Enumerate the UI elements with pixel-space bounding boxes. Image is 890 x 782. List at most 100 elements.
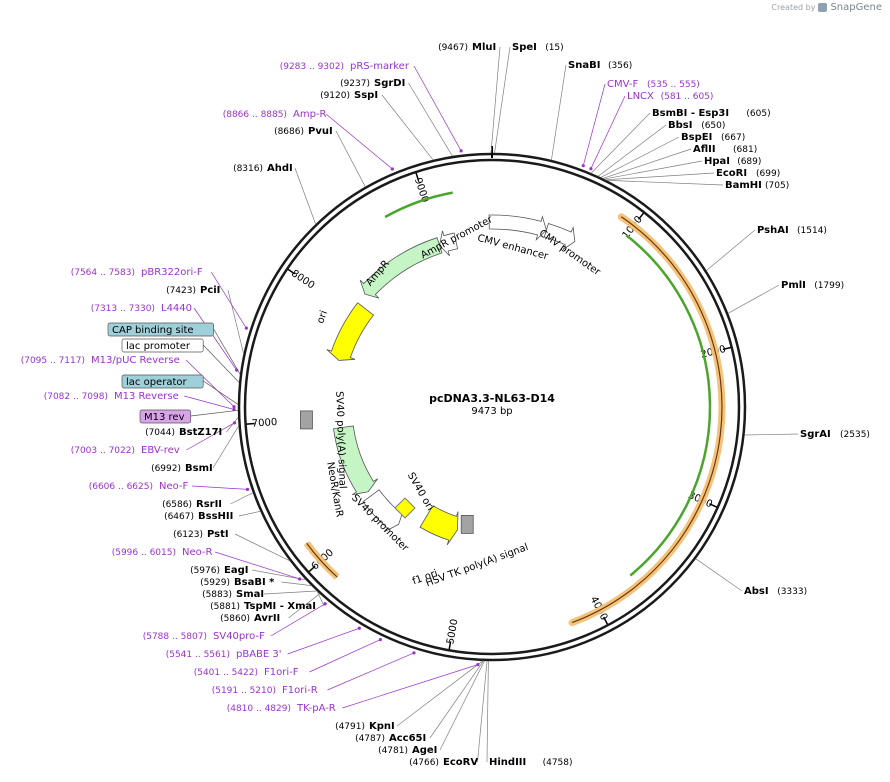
primer-label[interactable]: Neo-R: [182, 547, 213, 558]
enzyme-site-label[interactable]: SgrDI: [374, 78, 405, 89]
primer-label[interactable]: M13 Reverse: [114, 391, 179, 402]
label-leader: [226, 417, 239, 433]
enzyme-site-label[interactable]: PstI: [207, 529, 229, 540]
boxed-label-box[interactable]: [139, 409, 192, 424]
backbone-inner-strand: [243, 158, 741, 656]
feature-cmv-enhancer[interactable]: [488, 214, 547, 242]
primer-label[interactable]: F1ori-F: [264, 667, 299, 678]
enzyme-site-label[interactable]: SgrAI: [800, 429, 831, 440]
primer-label[interactable]: pBABE 3': [236, 649, 282, 660]
enzyme-site-label[interactable]: PvuI: [308, 126, 333, 137]
boxed-label-box[interactable]: [107, 322, 214, 337]
primer-label[interactable]: Neo-F: [159, 481, 189, 492]
feature-sv40-poly-a-signal[interactable]: [300, 410, 313, 430]
primer-label[interactable]: SV40pro-F: [213, 631, 265, 642]
enzyme-site-label[interactable]: EcoRI: [716, 168, 747, 179]
enzyme-site-position: (5929): [200, 578, 230, 588]
enzyme-site-position: (667): [721, 133, 745, 143]
primer-label[interactable]: CMV-F: [607, 79, 638, 90]
backbone-tick-label: 8000: [289, 268, 316, 291]
enzyme-site-label[interactable]: EagI: [224, 565, 248, 576]
primer-label[interactable]: EBV-rev: [141, 445, 180, 456]
enzyme-site-position: (4766): [409, 758, 439, 768]
primer-label[interactable]: L4440: [161, 303, 192, 314]
primer-label[interactable]: TK-pA-R: [296, 703, 336, 714]
enzyme-site-label[interactable]: PmlI: [781, 280, 806, 291]
enzyme-site-position: (5883): [202, 590, 232, 600]
boxed-label-box[interactable]: [121, 338, 204, 353]
label-leader: [234, 533, 291, 562]
primer-label[interactable]: Amp-R: [293, 109, 327, 120]
enzyme-site-label[interactable]: AhdI: [267, 163, 293, 174]
enzyme-site-label[interactable]: HindIII: [489, 757, 526, 768]
enzyme-site-label[interactable]: BsaBI *: [234, 577, 275, 588]
enzyme-site-label[interactable]: BstZ17I: [179, 427, 222, 438]
feature-ampr-promoter[interactable]: [439, 230, 459, 257]
enzyme-site-label[interactable]: AgeI: [412, 745, 437, 756]
enzyme-site-label[interactable]: MluI: [472, 42, 496, 53]
enzyme-site-label[interactable]: BssHII: [198, 511, 233, 522]
label-leaders: [184, 46, 799, 763]
primer-position: (5541 .. 5561): [166, 650, 230, 660]
enzyme-site-position: (689): [737, 157, 761, 167]
primer-position: (5788 .. 5807): [143, 632, 207, 642]
snapgene-logo-icon: [818, 3, 828, 12]
backbone-tick: [709, 503, 718, 508]
enzyme-site-label[interactable]: AflII: [693, 144, 716, 155]
primer-site-marker: [298, 577, 302, 581]
enzyme-site-label[interactable]: SmaI: [236, 589, 264, 600]
enzyme-site-label[interactable]: SpeI: [512, 42, 537, 53]
feature-hsv-tk-poly-a-signal[interactable]: [460, 515, 474, 534]
enzyme-site-label[interactable]: HpaI: [704, 156, 730, 167]
feature-neor-kanr[interactable]: [333, 425, 378, 496]
primer-position: (5191 .. 5210): [212, 686, 276, 696]
backbone-tick: [287, 268, 296, 275]
enzyme-site-label[interactable]: Acc65I: [389, 733, 426, 744]
primer-site-marker: [476, 663, 480, 667]
enzyme-site-label[interactable]: BsmI: [185, 463, 213, 474]
primer-position: (7082 .. 7098): [44, 392, 108, 402]
enzyme-site-position: (6992): [151, 464, 181, 474]
enzyme-site-label[interactable]: AbsI: [744, 586, 769, 597]
feature-f1-ori[interactable]: [419, 505, 459, 546]
enzyme-site-label[interactable]: BspEI: [681, 132, 712, 143]
label-leader: [706, 229, 756, 271]
enzyme-site-position: (3333): [777, 587, 807, 597]
primer-label[interactable]: LNCX: [627, 91, 654, 102]
backbone-tick: [308, 565, 316, 573]
enzyme-site-label[interactable]: PshAI: [757, 225, 789, 236]
enzyme-site-label[interactable]: SnaBI: [568, 60, 600, 71]
primer-site-marker: [232, 407, 236, 412]
primer-position: (9283 .. 9302): [280, 62, 344, 72]
enzyme-site-label[interactable]: AvrII: [254, 613, 280, 624]
enzyme-site-position: (4791): [335, 722, 365, 732]
primer-label[interactable]: pRS-marker: [350, 61, 410, 72]
backbone-tick: [603, 616, 609, 625]
feature-ori[interactable]: [326, 302, 375, 361]
enzyme-site-label[interactable]: EcoRV: [443, 757, 478, 768]
boxed-label-box[interactable]: [121, 374, 204, 389]
enzyme-site-label[interactable]: PciI: [200, 285, 220, 296]
enzyme-site-label[interactable]: BbsI: [668, 120, 692, 131]
enzyme-site-label[interactable]: BamHI: [725, 180, 762, 191]
backbone-tick-label: 7000: [252, 417, 278, 430]
feature-cmv-promoter[interactable]: [543, 222, 576, 251]
boxed-label-text: lac promoter: [126, 341, 191, 352]
primer-position: (8866 .. 8885): [223, 110, 287, 120]
primer-label[interactable]: F1ori-R: [282, 685, 318, 696]
enzyme-site-label[interactable]: SspI: [354, 90, 378, 101]
enzyme-site-label[interactable]: RsrII: [196, 499, 222, 510]
label-leader: [381, 94, 434, 161]
enzyme-site-position: (4758): [543, 758, 573, 768]
primer-label[interactable]: pBR322ori-F: [141, 267, 203, 278]
enzyme-site-label[interactable]: KpnI: [369, 721, 395, 732]
primer-site-marker: [581, 164, 585, 168]
primer-label[interactable]: M13/pUC Reverse: [91, 355, 180, 366]
enzyme-site-label[interactable]: BsmBI - Esp3I: [652, 108, 729, 119]
label-leader: [288, 593, 320, 619]
feature-label: HSV TK poly(A) signal: [424, 542, 530, 589]
feature-sv40-ori[interactable]: [394, 497, 416, 519]
credit-brand: SnapGene: [830, 2, 882, 13]
enzyme-site-label[interactable]: TspMI - XmaI: [244, 601, 316, 612]
